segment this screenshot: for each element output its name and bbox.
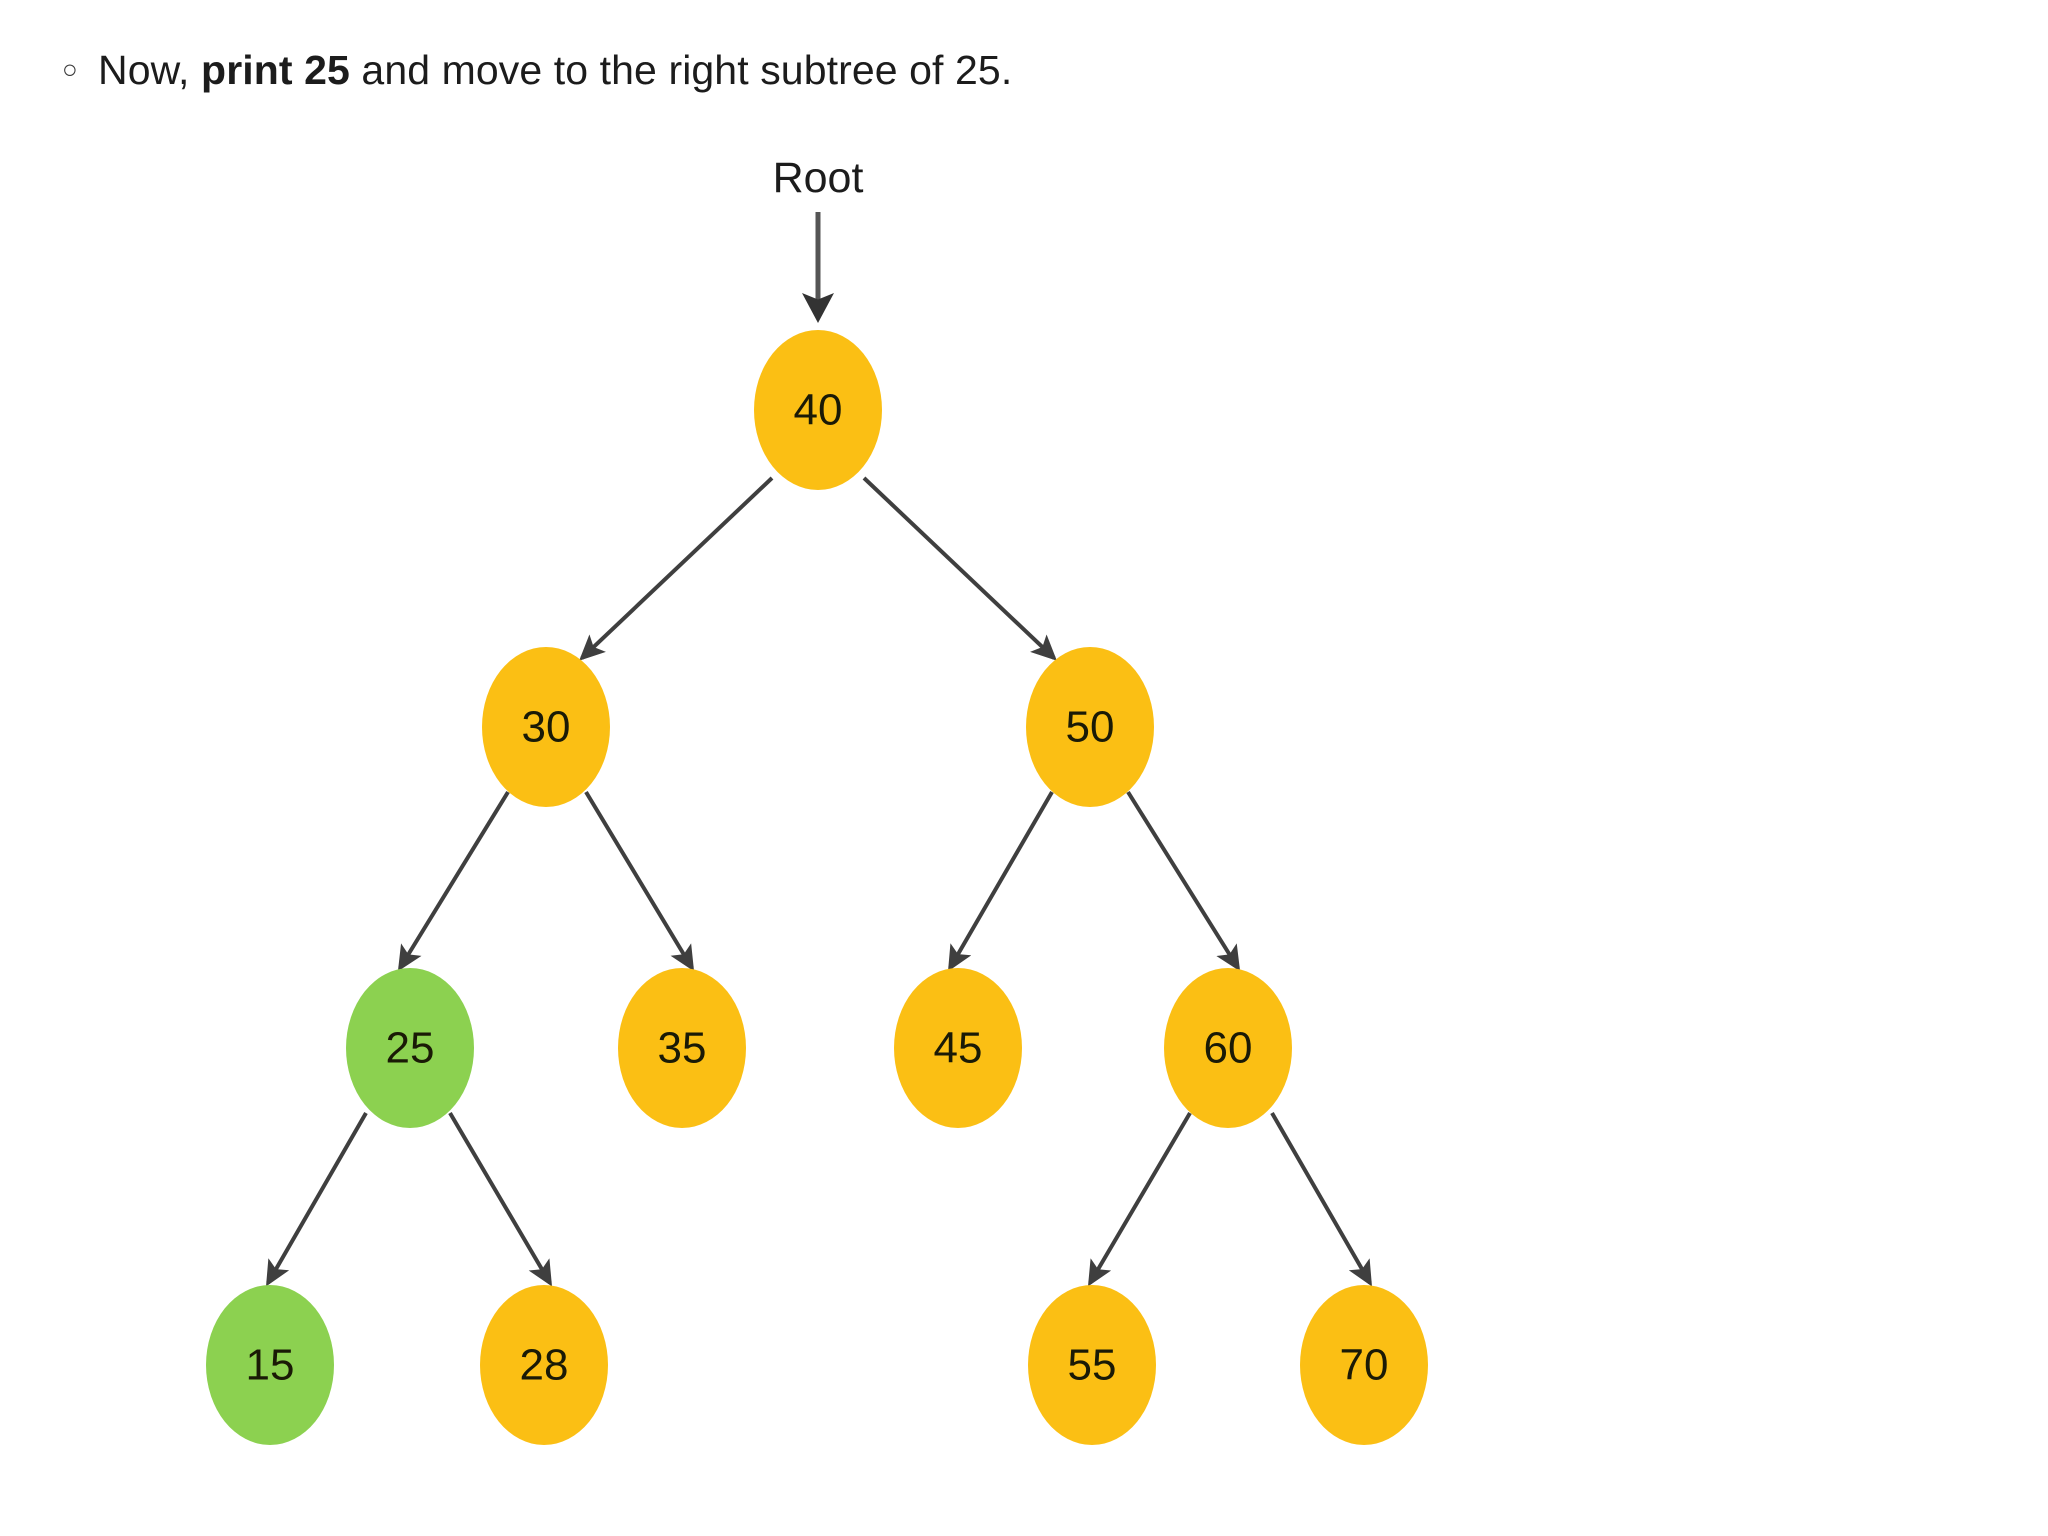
- node-label-30: 30: [522, 703, 571, 752]
- tree-edge-n30-n35: [584, 790, 695, 972]
- node-shape-25: [346, 968, 474, 1128]
- node-shape-70: [1300, 1285, 1428, 1445]
- node-shape-30: [482, 647, 610, 807]
- bullet-text-bold: print 25: [201, 47, 350, 93]
- tree-node-15[interactable]: 15: [206, 1285, 334, 1445]
- node-label-70: 70: [1340, 1341, 1389, 1390]
- node-label-35: 35: [658, 1024, 707, 1073]
- node-shape-50: [1026, 647, 1154, 807]
- tree-edge-n60-n70: [1270, 1112, 1372, 1287]
- tree-node-45[interactable]: 45: [894, 968, 1022, 1128]
- tree-node-60[interactable]: 60: [1164, 968, 1292, 1128]
- tree-node-28[interactable]: 28: [480, 1285, 608, 1445]
- tree-node-70[interactable]: 70: [1300, 1285, 1428, 1445]
- tree-edge-n25-n28: [448, 1111, 553, 1287]
- node-shape-45: [894, 968, 1022, 1128]
- tree-edge-n50-n45: [947, 790, 1054, 972]
- tree-edge-n30-n25: [397, 790, 510, 972]
- node-label-60: 60: [1204, 1024, 1253, 1073]
- node-label-40: 40: [794, 386, 843, 435]
- tree-node-50[interactable]: 50: [1026, 647, 1154, 807]
- bullet-text-before: Now,: [98, 47, 202, 93]
- node-label-55: 55: [1068, 1341, 1117, 1390]
- circle-outline-bullet-icon: ○: [62, 54, 78, 84]
- node-shape-40: [754, 330, 882, 490]
- bullet-text-after: and move to the right subtree of 25.: [349, 47, 1013, 93]
- tree-edge-n50-n60: [1126, 790, 1241, 972]
- node-shape-60: [1164, 968, 1292, 1128]
- bullet-text: Now, print 25 and move to the right subt…: [98, 47, 1013, 93]
- node-label-50: 50: [1066, 703, 1115, 752]
- node-label-25: 25: [386, 1024, 435, 1073]
- tree-nodes: 40 30 50 25 35 45 60 15 28 55 70: [206, 330, 1428, 1445]
- tree-edge-n40-n30: [579, 476, 774, 661]
- tree-node-40[interactable]: 40: [754, 330, 882, 490]
- root-caption: Root: [773, 154, 864, 202]
- node-label-28: 28: [520, 1341, 569, 1390]
- node-shape-15: [206, 1285, 334, 1445]
- tree-edge-n40-n50: [862, 476, 1057, 661]
- node-shape-35: [618, 968, 746, 1128]
- tree-edge-n60-n55: [1087, 1111, 1192, 1287]
- node-label-15: 15: [246, 1341, 295, 1390]
- bullet-line: ○ Now, print 25 and move to the right su…: [62, 47, 1013, 93]
- tree-node-55[interactable]: 55: [1028, 1285, 1156, 1445]
- node-shape-28: [480, 1285, 608, 1445]
- tree-node-35[interactable]: 35: [618, 968, 746, 1128]
- tree-node-25[interactable]: 25: [346, 968, 474, 1128]
- tree-edge-n25-n15: [266, 1112, 368, 1287]
- node-label-45: 45: [934, 1024, 983, 1073]
- node-shape-55: [1028, 1285, 1156, 1445]
- tree-edges: [266, 476, 1372, 1287]
- tree-node-30[interactable]: 30: [482, 647, 610, 807]
